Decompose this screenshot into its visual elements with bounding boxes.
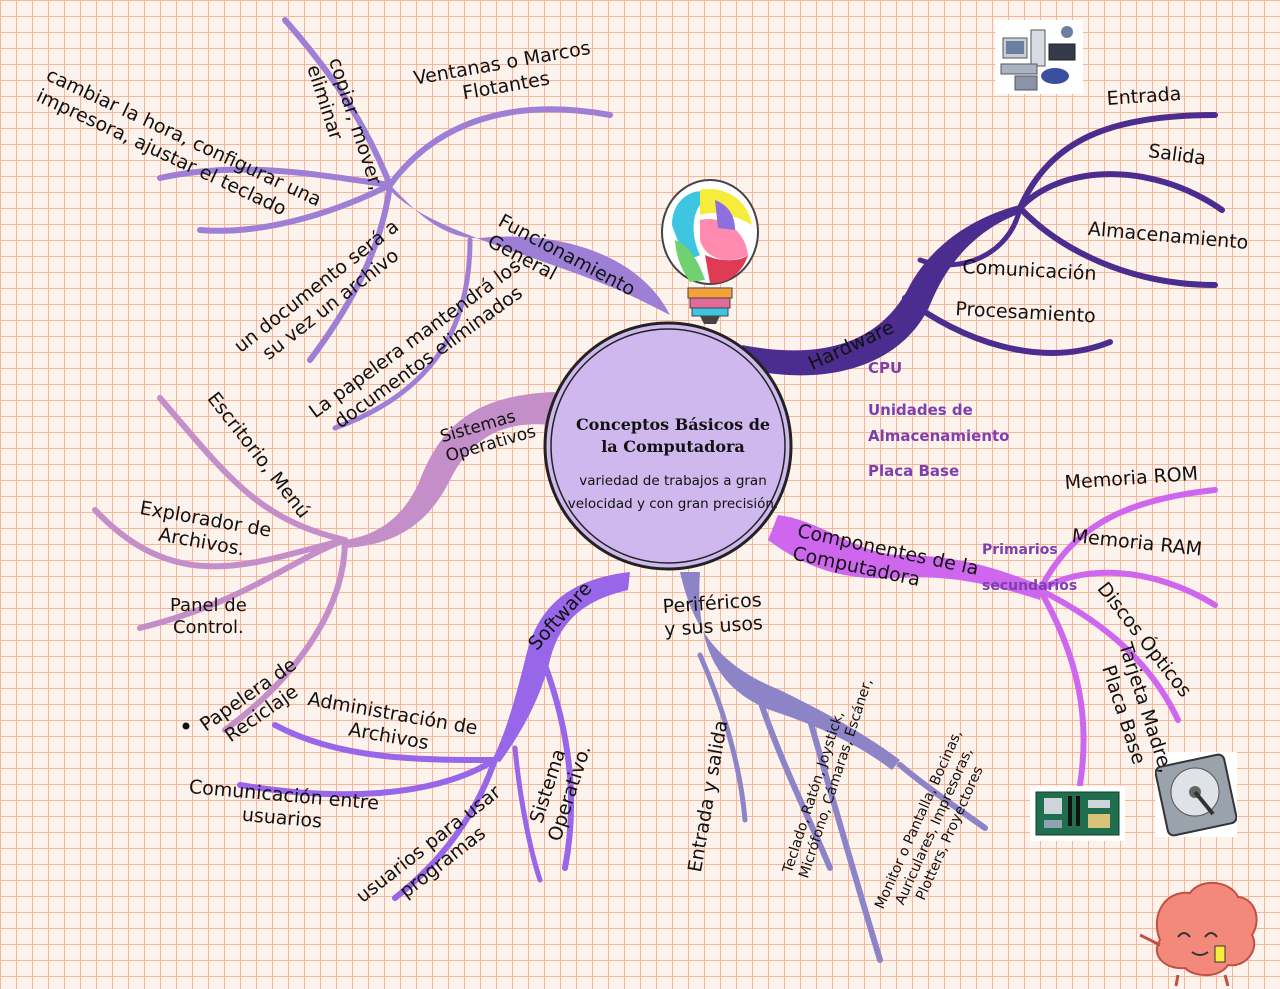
motherboard-icon	[1035, 791, 1120, 836]
branch-software-lines	[237, 572, 630, 901]
note-cpu: CPU	[868, 359, 903, 377]
lightbulb-icon	[661, 179, 759, 324]
branch-componentes-lines	[768, 487, 1218, 788]
brain-mascot-icon	[1139, 881, 1258, 987]
central-node	[543, 321, 793, 571]
note-unidades: Unidades de Almacenamiento	[868, 401, 1010, 445]
node-panel: Panel de Control.	[170, 595, 247, 638]
branch-label-perifericos: Periféricos y sus usos	[662, 589, 764, 641]
hard-drive-icon	[1154, 753, 1238, 837]
hard-drive-photo	[1154, 752, 1238, 837]
central-title: Conceptos Básicos de la Computadora	[575, 415, 771, 456]
motherboard-photo	[1030, 786, 1125, 841]
note-placa-base: Placa Base	[868, 462, 960, 480]
branch-perifericos-lines	[680, 572, 988, 963]
note-primarios: Primarios	[982, 542, 1058, 558]
hardware-devices-photo	[995, 20, 1083, 94]
branch-funcionamiento-lines	[157, 17, 670, 431]
note-secundarios: secundarios	[982, 578, 1078, 594]
bullet-dot	[182, 722, 190, 730]
central-subtitle: variedad de trabajos a gran velocidad y …	[567, 473, 779, 512]
computer-devices-icon	[1000, 26, 1076, 91]
branch-hardware-lines	[742, 112, 1225, 376]
branch-sistemas-lines	[92, 392, 555, 733]
